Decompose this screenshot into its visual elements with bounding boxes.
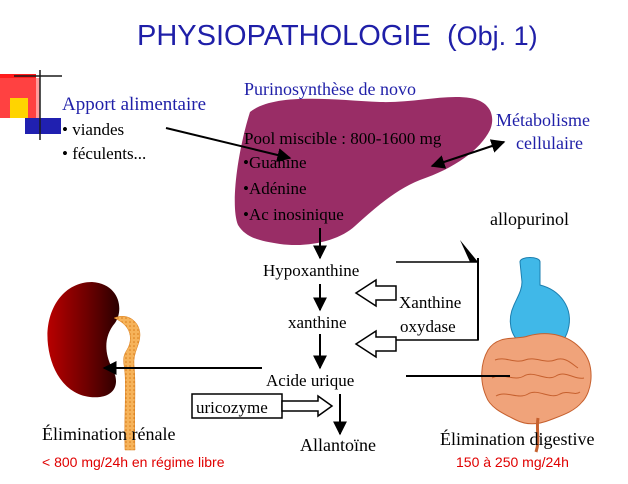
liver-item: •Adénine (243, 179, 307, 198)
uric-acid-label: Acide urique (266, 371, 355, 390)
diet-heading: Apport alimentaire (62, 94, 207, 115)
enzyme-label-line1: Xanthine (399, 293, 462, 312)
liver-item: •Ac inosinique (243, 205, 344, 224)
digestive-elimination-value: 150 à 250 mg/24h (456, 454, 569, 470)
digestive-tract (481, 257, 592, 453)
uricozyme-label: uricozyme (196, 398, 268, 417)
corner-decoration (0, 70, 62, 140)
liver-caption: Purinosynthèse de novo (244, 79, 416, 99)
allopurinol-label: allopurinol (490, 209, 569, 229)
metabolism-line1: Métabolisme (496, 110, 590, 130)
block-arrow-xan (354, 329, 397, 359)
kidney (47, 282, 141, 451)
liver-item: •Guanine (243, 153, 307, 172)
diet-item: • viandes (62, 120, 125, 139)
slide-title: PHYSIOPATHOLOGIE (Obj. 1) (137, 20, 538, 52)
uricozyme-arrow (281, 394, 334, 418)
hypoxanthine-label: Hypoxanthine (263, 261, 360, 280)
liver-shape (234, 96, 493, 246)
renal-elimination-label: Élimination rénale (42, 424, 176, 444)
digestive-elimination-label: Élimination digestive (440, 429, 595, 449)
enzyme-label-line2: oxydase (400, 317, 456, 336)
xanthine-label: xanthine (288, 313, 347, 332)
inhibition-marker (460, 240, 478, 262)
metabolism-line2: cellulaire (516, 133, 583, 153)
enzyme-box-bracket (396, 261, 479, 341)
diet-item: • féculents... (62, 144, 147, 163)
block-arrow-hypo (354, 278, 397, 308)
uricozyme-box (191, 393, 283, 419)
renal-elimination-value: < 800 mg/24h en régime libre (42, 454, 225, 470)
pool-label: Pool miscible : 800-1600 mg (244, 129, 442, 148)
allantoin-label: Allantoïne (300, 435, 376, 455)
